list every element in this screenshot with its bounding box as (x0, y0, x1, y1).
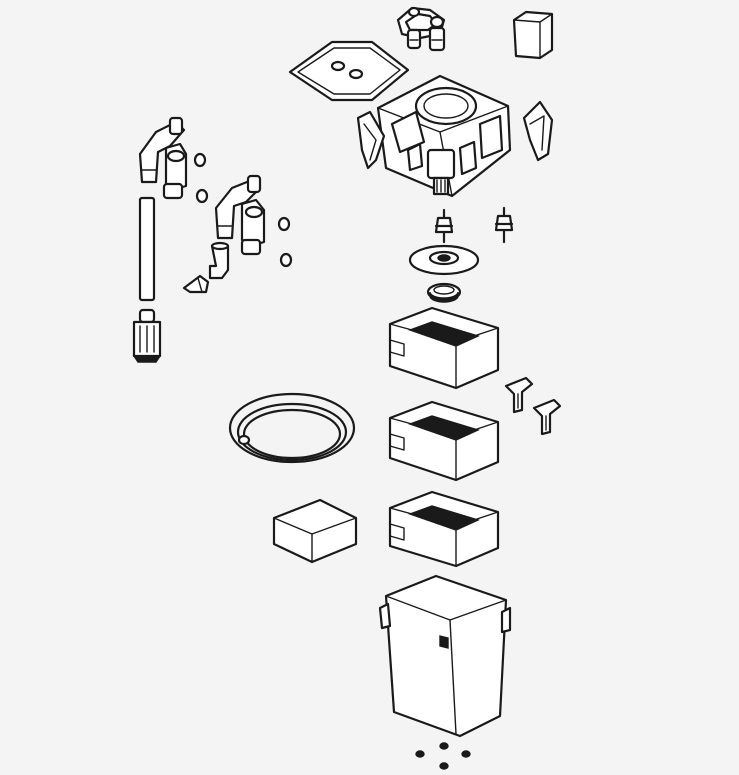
spray-nozzle (182, 274, 210, 294)
basket-handle-right (532, 398, 562, 436)
intake-strainer (132, 308, 162, 363)
basket-handle-left (504, 376, 534, 414)
impeller-shaft-right (494, 206, 514, 244)
side-clip-left (356, 110, 386, 170)
impeller-cover (408, 244, 480, 276)
canister-feet (415, 742, 471, 770)
lid-gasket (288, 40, 410, 102)
side-clip-right (522, 100, 554, 162)
media-basket-top (388, 306, 500, 390)
intake-tube (138, 196, 156, 302)
canister (378, 574, 512, 738)
filter-sponge (272, 498, 358, 564)
valve-assembly (396, 6, 446, 52)
seal-ring (426, 282, 462, 303)
elbow-connector (208, 241, 230, 280)
valve-cap (512, 10, 554, 60)
media-basket-middle (388, 400, 500, 482)
inlet-pipe-holder (138, 116, 188, 200)
hose-coil (228, 392, 356, 464)
pump-head (376, 74, 512, 198)
impeller-shaft-left (434, 208, 454, 244)
suction-cup (193, 152, 293, 268)
outlet-pipe-holder (214, 174, 266, 256)
media-basket-bottom (388, 490, 500, 568)
